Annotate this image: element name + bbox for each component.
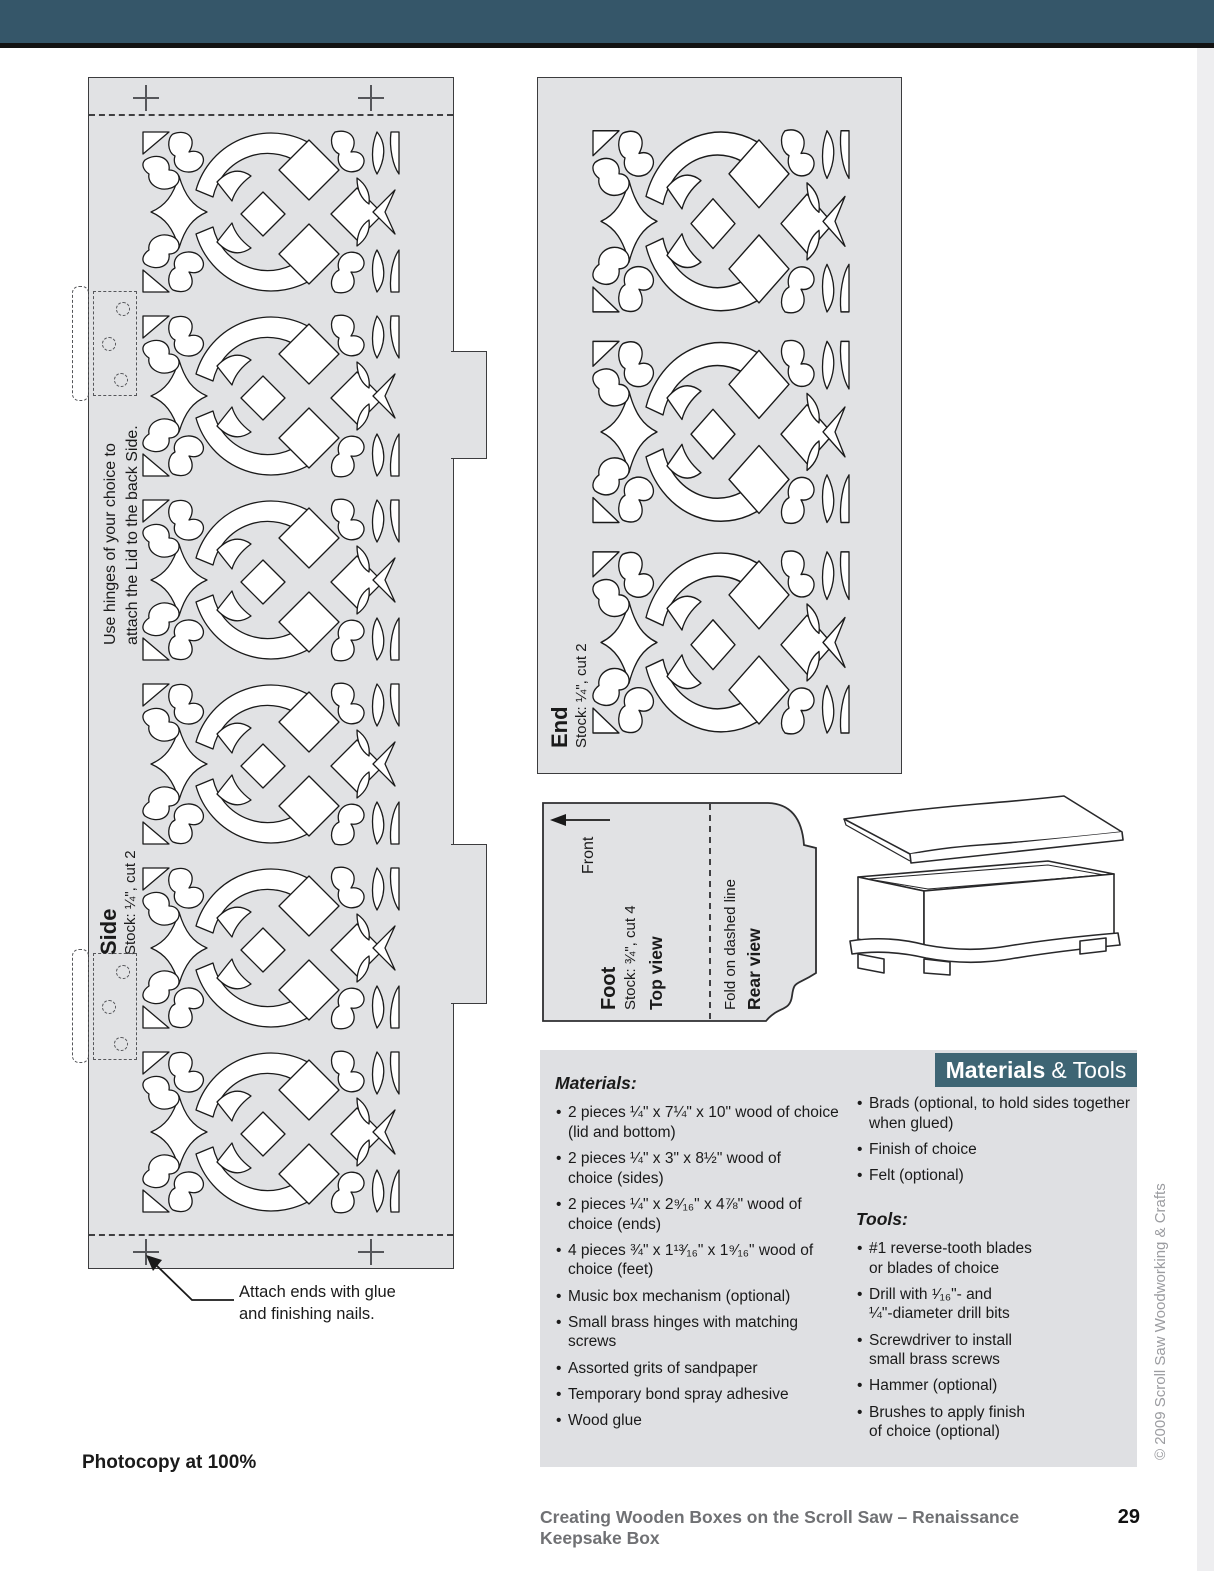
- tools-list: #1 reverse-tooth blades or blades of cho…: [856, 1239, 1131, 1442]
- registration-cross-icon: [131, 1237, 161, 1267]
- side-pattern-name: Side: [96, 908, 121, 955]
- foot-pattern-name: Foot: [598, 966, 620, 1010]
- side-fretwork-pattern: [142, 130, 400, 1214]
- list-item: #1 reverse-tooth blades or blades of cho…: [856, 1239, 1131, 1278]
- end-pattern-name: End: [547, 706, 572, 748]
- materials-heading: Materials:: [555, 1073, 637, 1093]
- registration-cross-icon: [356, 1237, 386, 1267]
- fold-line-top: [89, 114, 453, 116]
- side-tab-bottom: [451, 844, 487, 1004]
- materials-header-bold: Materials: [945, 1056, 1046, 1083]
- hinge-screw-hole: [102, 1000, 116, 1014]
- materials-tools-header: Materials & Tools: [935, 1053, 1137, 1087]
- foot-top-view-label: Top view: [646, 936, 667, 1010]
- list-item: Felt (optional): [856, 1166, 1131, 1186]
- hinge-screw-hole: [114, 373, 128, 387]
- list-item: Hammer (optional): [856, 1376, 1131, 1396]
- hinge-leaf-outline: [72, 286, 89, 401]
- materials-list-col2: Brads (optional, to hold sides together …: [856, 1094, 1131, 1186]
- side-tab-top: [451, 351, 487, 459]
- assembled-box-illustration: [843, 795, 1124, 976]
- hinge-screw-hole: [116, 965, 130, 979]
- list-item: 2 pieces ¼" x 7¼" x 10" wood of choice (…: [555, 1103, 855, 1142]
- foot-front-label: Front: [580, 836, 597, 874]
- list-item: Assorted grits of sandpaper: [555, 1359, 855, 1379]
- list-item: 2 pieces ¼" x 2⁹⁄₁₆" x 4⅞" wood of choic…: [555, 1195, 855, 1234]
- list-item: Temporary bond spray adhesive: [555, 1385, 855, 1405]
- end-pattern-label: End Stock: ¼", cut 2: [547, 643, 591, 748]
- end-pattern-panel: [537, 77, 902, 774]
- footer-page-number: 29: [1117, 1506, 1140, 1528]
- foot-fold-label: Fold on dashed line Rear view: [722, 879, 764, 1010]
- footer-title: Creating Wooden Boxes on the Scroll Saw …: [540, 1507, 1020, 1548]
- leader-arrow: [146, 1255, 234, 1301]
- end-fretwork-pattern: [592, 129, 850, 735]
- materials-header-rest: & Tools: [1051, 1056, 1127, 1083]
- tools-heading: Tools:: [856, 1208, 908, 1229]
- list-item: 4 pieces ¾" x 1¹³⁄₁₆" x 1⁹⁄₁₆" wood of c…: [555, 1241, 855, 1280]
- end-pattern-stock: Stock: ¼", cut 2: [572, 643, 590, 748]
- fold-note: Fold on dashed line: [722, 879, 739, 1010]
- list-item: Brads (optional, to hold sides together …: [856, 1094, 1131, 1133]
- hinge-screw-hole: [116, 302, 130, 316]
- list-item: Screwdriver to install small brass screw…: [856, 1331, 1131, 1370]
- side-pattern-panel: [72, 77, 487, 1269]
- foot-pattern-stock: Stock: ¾", cut 4: [621, 905, 639, 1010]
- page-footer: Creating Wooden Boxes on the Scroll Saw …: [540, 1506, 1140, 1549]
- copyright-vertical: © 2009 Scroll Saw Woodworking & Crafts: [1152, 1183, 1169, 1460]
- foot-pattern-label: Foot Stock: ¾", cut 4 Top view: [598, 905, 667, 1010]
- tools-column: Brads (optional, to hold sides together …: [856, 1094, 1131, 1448]
- hinge-screw-hole: [102, 337, 116, 351]
- registration-cross-icon: [356, 83, 386, 113]
- list-item: Brushes to apply finish of choice (optio…: [856, 1403, 1131, 1442]
- foot-rear-view-label: Rear view: [743, 928, 764, 1010]
- page-header-rule: [0, 43, 1214, 48]
- foot-pattern-outline: [542, 802, 817, 1022]
- list-item: Music box mechanism (optional): [555, 1287, 855, 1307]
- list-item: Wood glue: [555, 1411, 855, 1431]
- list-item: 2 pieces ¼" x 3" x 8½" wood of choice (s…: [555, 1149, 855, 1188]
- materials-column: Materials: 2 pieces ¼" x 7¼" x 10" wood …: [555, 1072, 855, 1437]
- hinge-screw-hole: [114, 1037, 128, 1051]
- page-edge-shadow: [1197, 48, 1214, 1571]
- page-header-bar: [0, 0, 1214, 43]
- front-direction-arrow: [550, 814, 610, 826]
- hinge-leaf-outline: [72, 949, 89, 1063]
- list-item: Finish of choice: [856, 1140, 1131, 1160]
- photocopy-note: Photocopy at 100%: [82, 1452, 257, 1473]
- list-item: Small brass hinges with matching screws: [555, 1313, 855, 1352]
- side-pattern-label: Side Stock: ¼", cut 2: [96, 850, 140, 955]
- side-pattern-stock: Stock: ¼", cut 2: [121, 850, 139, 955]
- hinge-plate-outline: [93, 291, 137, 396]
- materials-list: 2 pieces ¼" x 7¼" x 10" wood of choice (…: [555, 1103, 855, 1430]
- fold-line-bottom: [89, 1234, 453, 1236]
- attach-ends-note: Attach ends with glue and finishing nail…: [239, 1283, 396, 1323]
- hinge-plate-outline: [93, 953, 137, 1060]
- materials-tools-panel: Materials & Tools Materials: 2 pieces ¼"…: [540, 1050, 1137, 1467]
- side-hinge-note: Use hinges of your choice to attach the …: [102, 425, 141, 645]
- list-item: Drill with ¹⁄₁₆"- and ¼"-diameter drill …: [856, 1285, 1131, 1324]
- registration-cross-icon: [131, 83, 161, 113]
